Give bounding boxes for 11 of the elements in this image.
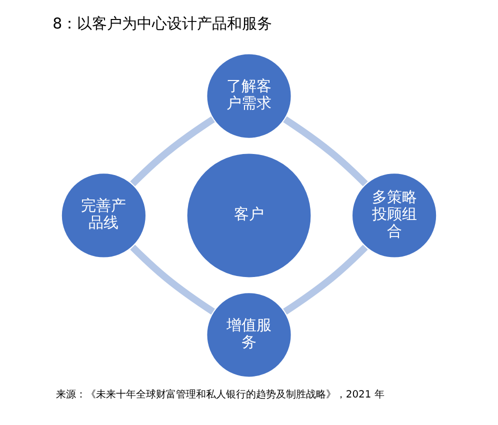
node-circle: 增值服务 <box>205 291 293 379</box>
connector <box>130 116 215 186</box>
connector <box>130 244 215 315</box>
caption: 来源：《未来十年全球财富管理和私人银行的趋势及制胜战略》，2021 年 <box>56 390 384 401</box>
node-circle: 客户 <box>185 152 313 280</box>
node-circle: 了解客户需求 <box>205 52 293 140</box>
connector <box>283 116 368 186</box>
node-circle: 完善产品线 <box>60 172 148 260</box>
connector <box>283 244 368 315</box>
node-circle: 多策略投顾组合 <box>350 172 438 260</box>
diagram-title: 8：以客户为中心设计产品和服务 <box>52 14 272 32</box>
